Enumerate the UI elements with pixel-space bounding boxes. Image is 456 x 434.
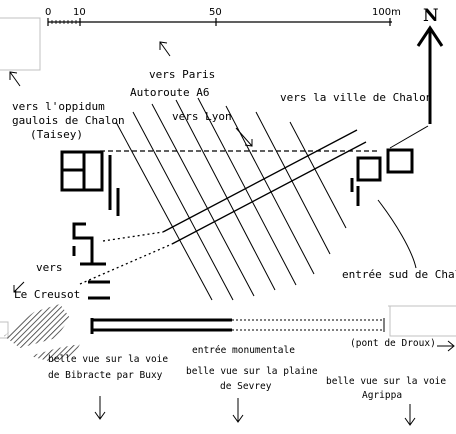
label-agrippa-line1: belle vue sur la voie (326, 376, 446, 387)
arrow-down-icon (94, 396, 106, 420)
arrow-down-icon (232, 398, 244, 423)
label-le-creusot: Le Creusot (14, 288, 80, 301)
label-bibracte-line1: belle vue sur la voie (48, 354, 168, 365)
scale-tick-10: 10 (73, 7, 86, 18)
label-vers-ville: vers la ville de Chalon (280, 91, 432, 104)
pointer-lines (377, 125, 429, 269)
scale-bar (47, 18, 392, 26)
monumental-entrance (90, 318, 385, 334)
hatched-areas (4, 304, 80, 362)
north-arrow-icon: N (416, 6, 444, 124)
label-bibracte-line2: de Bibracte par Buxy (48, 370, 163, 381)
labels: vers Paris Autoroute A6 vers Lyon vers l… (12, 68, 456, 401)
label-sevrey-line2: de Sevrey (220, 381, 272, 392)
label-oppidum-line3: (Taisey) (30, 128, 83, 141)
left-buildings (60, 150, 120, 300)
label-vers: vers (36, 261, 63, 274)
north-label: N (423, 6, 439, 26)
arrow-up-left-icon (9, 71, 21, 87)
right-buildings (350, 148, 414, 206)
frame-lines (0, 17, 456, 339)
arrow-down-left-icon (13, 281, 25, 293)
direction-arrows (9, 41, 455, 426)
label-oppidum-line1: vers l'oppidum (12, 100, 105, 113)
label-pont-droux: (pont de Droux) (350, 338, 436, 349)
scale-tick-0: 0 (45, 7, 51, 18)
scale-tick-100: 100m (372, 7, 401, 18)
scale-tick-50: 50 (209, 7, 222, 18)
autoroute-a6 (79, 129, 367, 285)
label-sevrey-line1: belle vue sur la plaine (186, 366, 318, 377)
label-vers-lyon: vers Lyon (172, 110, 232, 123)
arrow-right-icon (437, 340, 455, 352)
label-vers-paris: vers Paris (149, 68, 215, 81)
label-agrippa-line2: Agrippa (362, 390, 402, 401)
terrain-stripes (115, 97, 347, 301)
arrow-down-icon (404, 404, 416, 426)
label-oppidum-line2: gaulois de Chalon (12, 114, 125, 127)
arrow-up-left-icon (159, 41, 171, 57)
label-entree-sud: entrée sud de Chalon (342, 268, 456, 281)
label-entree-monumentale: entrée monumentale (192, 345, 295, 356)
label-autoroute: Autoroute A6 (130, 86, 209, 99)
